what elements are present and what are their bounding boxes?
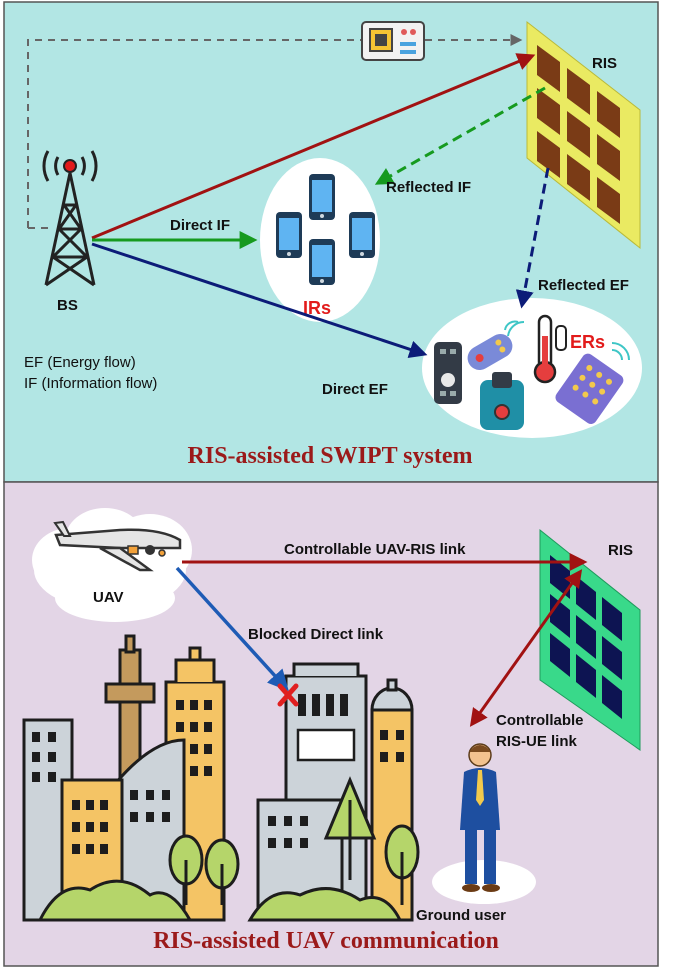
drone-icon	[53, 520, 182, 572]
direct-ef-label: Direct EF	[322, 381, 388, 398]
ris-label-top: RIS	[592, 55, 617, 72]
legend-ef: EF (Energy flow)	[24, 354, 136, 371]
ris-label-bottom: RIS	[608, 542, 633, 559]
ris-panel-top	[526, 20, 641, 250]
irs-label: IRs	[303, 298, 331, 318]
control-link-dashed	[27, 34, 523, 228]
phone-icon	[309, 239, 335, 285]
ir-cluster	[260, 158, 380, 322]
reflected-ef-label: Reflected EF	[538, 277, 629, 294]
blocked-cross-icon	[277, 683, 299, 707]
direct-ef-arrow	[91, 242, 428, 359]
direct-if-label: Direct IF	[170, 217, 230, 234]
bs-label: BS	[57, 297, 78, 314]
remote-icon	[555, 353, 624, 424]
uav-label: UAV	[93, 589, 124, 606]
remote-icon	[434, 342, 462, 404]
tree-icon	[37, 776, 420, 922]
uav-panel: UAV RIS	[3, 481, 659, 967]
bs-ris-arrow	[91, 53, 536, 240]
reflected-ef-arrow	[515, 167, 550, 309]
ers-label: ERs	[570, 332, 605, 352]
uav-ris-link-label: Controllable UAV-RIS link	[284, 541, 466, 558]
phone-icon	[349, 212, 375, 258]
person-icon	[460, 743, 500, 892]
uav-title: RIS-assisted UAV communication	[153, 928, 499, 954]
blocked-link-arrow	[175, 566, 289, 692]
city-buildings	[22, 634, 414, 922]
thermometer-icon	[533, 314, 567, 384]
reflected-if-arrow	[374, 86, 546, 185]
swipt-title: RIS-assisted SWIPT system	[188, 443, 473, 469]
phone-icon	[276, 212, 302, 258]
circuit-chip-icon	[361, 21, 425, 61]
legend-if: IF (Information flow)	[24, 375, 157, 392]
gamepad-icon	[467, 334, 513, 370]
ris-ue-arrow	[469, 569, 583, 727]
tower-icon	[42, 150, 98, 287]
reflected-if-label: Reflected IF	[386, 179, 471, 196]
ris-ue-link-label-2: RIS-UE link	[496, 733, 578, 750]
blocked-link-label: Blocked Direct link	[248, 626, 384, 643]
ground-user-label: Ground user	[416, 907, 506, 924]
building-icon	[370, 678, 414, 922]
phone-icon	[309, 174, 335, 220]
ris-ue-link-label-1: Controllable	[496, 712, 584, 729]
er-cluster	[422, 298, 642, 438]
swipt-panel: RIS BS IRs	[3, 1, 659, 483]
remote-icon	[480, 372, 524, 430]
